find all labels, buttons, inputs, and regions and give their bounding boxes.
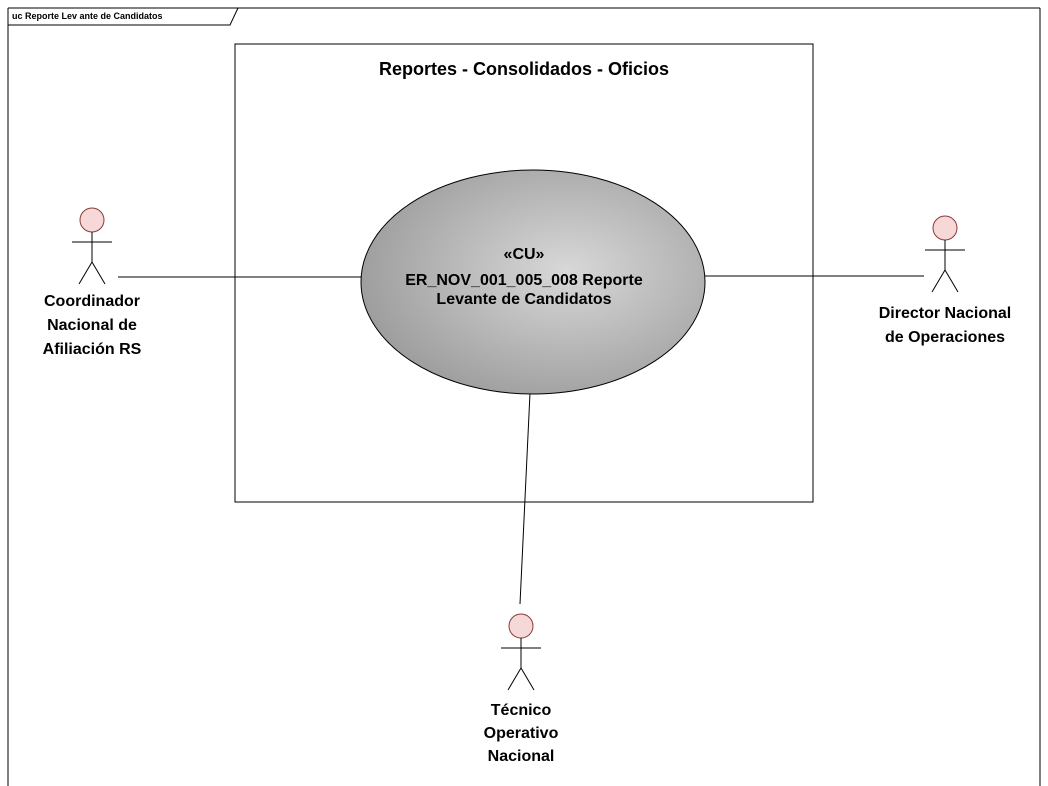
- actor-label-line1: Director Nacional: [879, 305, 1011, 322]
- associations: [118, 275, 924, 605]
- system-boundary[interactable]: Reportes - Consolidados - Oficios: [234, 43, 814, 503]
- actor-label-line1: Coordinador: [44, 293, 140, 310]
- use-case[interactable]: «CU» ER_NOV_001_005_008 Reporte Levante …: [360, 169, 706, 395]
- actor-figure-icon: [925, 215, 965, 293]
- actor-label-line2: de Operaciones: [885, 329, 1005, 346]
- use-case-stereotype: «CU»: [504, 246, 545, 263]
- actor-label-line2: Operativo: [484, 725, 559, 742]
- diagram-frame: uc Reporte Lev ante de Candidatos: [7, 7, 1041, 786]
- actor-tecnico[interactable]: Técnico Operativo Nacional: [484, 613, 559, 765]
- actor-label-line2: Nacional de: [47, 317, 137, 334]
- use-case-name-line1: ER_NOV_001_005_008 Reporte: [405, 272, 643, 289]
- use-case-name-line2: Levante de Candidatos: [436, 291, 611, 308]
- actor-director[interactable]: Director Nacional de Operaciones: [879, 215, 1011, 346]
- actor-figure-icon: [501, 613, 541, 691]
- actor-label-line3: Nacional: [488, 748, 555, 765]
- actor-label-line1: Técnico: [491, 702, 552, 719]
- frame-title: uc Reporte Lev ante de Candidatos: [12, 11, 163, 21]
- use-case-ellipse[interactable]: [360, 169, 706, 395]
- boundary-title: Reportes - Consolidados - Oficios: [379, 59, 669, 79]
- actor-label-line3: Afiliación RS: [43, 341, 142, 358]
- association-tecnico[interactable]: [519, 392, 531, 605]
- actor-coordinador[interactable]: Coordinador Nacional de Afiliación RS: [43, 207, 142, 358]
- actor-figure-icon: [72, 207, 112, 285]
